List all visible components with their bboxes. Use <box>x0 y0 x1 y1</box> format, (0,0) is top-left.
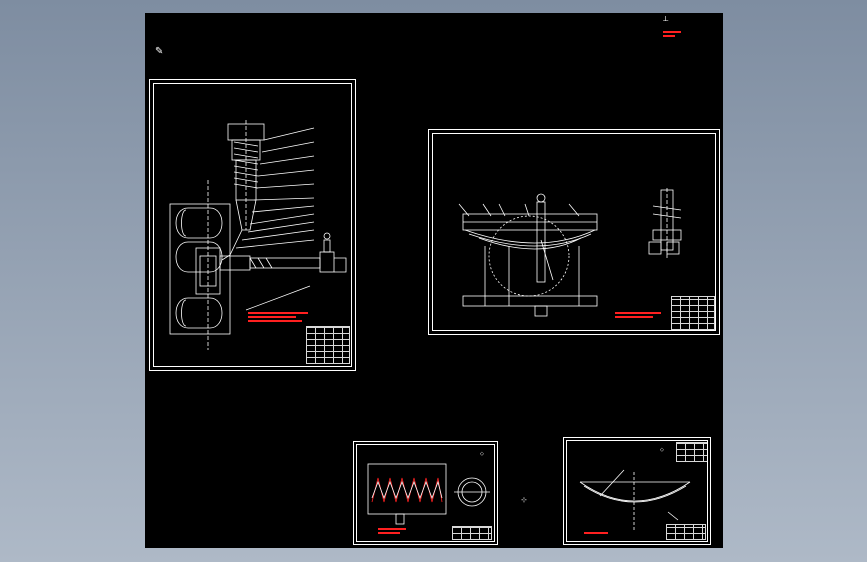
sheet-coil-spring-detail[interactable]: ◇ <box>353 441 498 545</box>
technical-notes-red-2 <box>615 316 653 318</box>
center-symbol-icon: ⊹ <box>521 496 527 504</box>
technical-notes-red-2 <box>248 316 296 318</box>
sheet-strut-assembly[interactable] <box>149 79 356 371</box>
sheet-inner-frame <box>566 440 708 542</box>
coil-spring-drawing <box>367 463 490 525</box>
title-block <box>671 296 715 330</box>
legend-red-note <box>663 31 681 33</box>
sheet-leaf-detail[interactable]: ◇ <box>563 437 711 545</box>
sheet-leaf-spring-assembly[interactable] <box>428 129 720 335</box>
sheet4-symbol-icon: ◇ <box>480 451 484 457</box>
sheet-inner-frame <box>432 133 716 331</box>
sheet-inner-frame <box>153 83 352 367</box>
title-block <box>452 526 492 540</box>
parts-table <box>676 442 708 462</box>
leaf-detail-drawing <box>579 469 691 530</box>
technical-notes-red <box>378 528 406 530</box>
title-block <box>306 326 350 364</box>
drawing-canvas[interactable]: ✎ ⟂ <box>145 13 723 548</box>
technical-notes-red <box>584 532 608 534</box>
north-symbol-icon: ✎ <box>155 46 164 57</box>
legend-red-note-2 <box>663 35 675 37</box>
leaf-spring-drawing <box>458 188 682 317</box>
technical-notes-red-3 <box>248 320 302 322</box>
technical-notes-red <box>248 312 308 314</box>
strut-assembly-drawing <box>169 120 347 350</box>
technical-notes-red <box>615 312 661 314</box>
title-block <box>666 524 706 540</box>
sheet-inner-frame <box>356 444 495 542</box>
legend-symbol-icon: ⟂ <box>663 14 669 23</box>
sheet5-symbol-icon: ◇ <box>660 447 664 453</box>
technical-notes-red-2 <box>378 532 400 534</box>
